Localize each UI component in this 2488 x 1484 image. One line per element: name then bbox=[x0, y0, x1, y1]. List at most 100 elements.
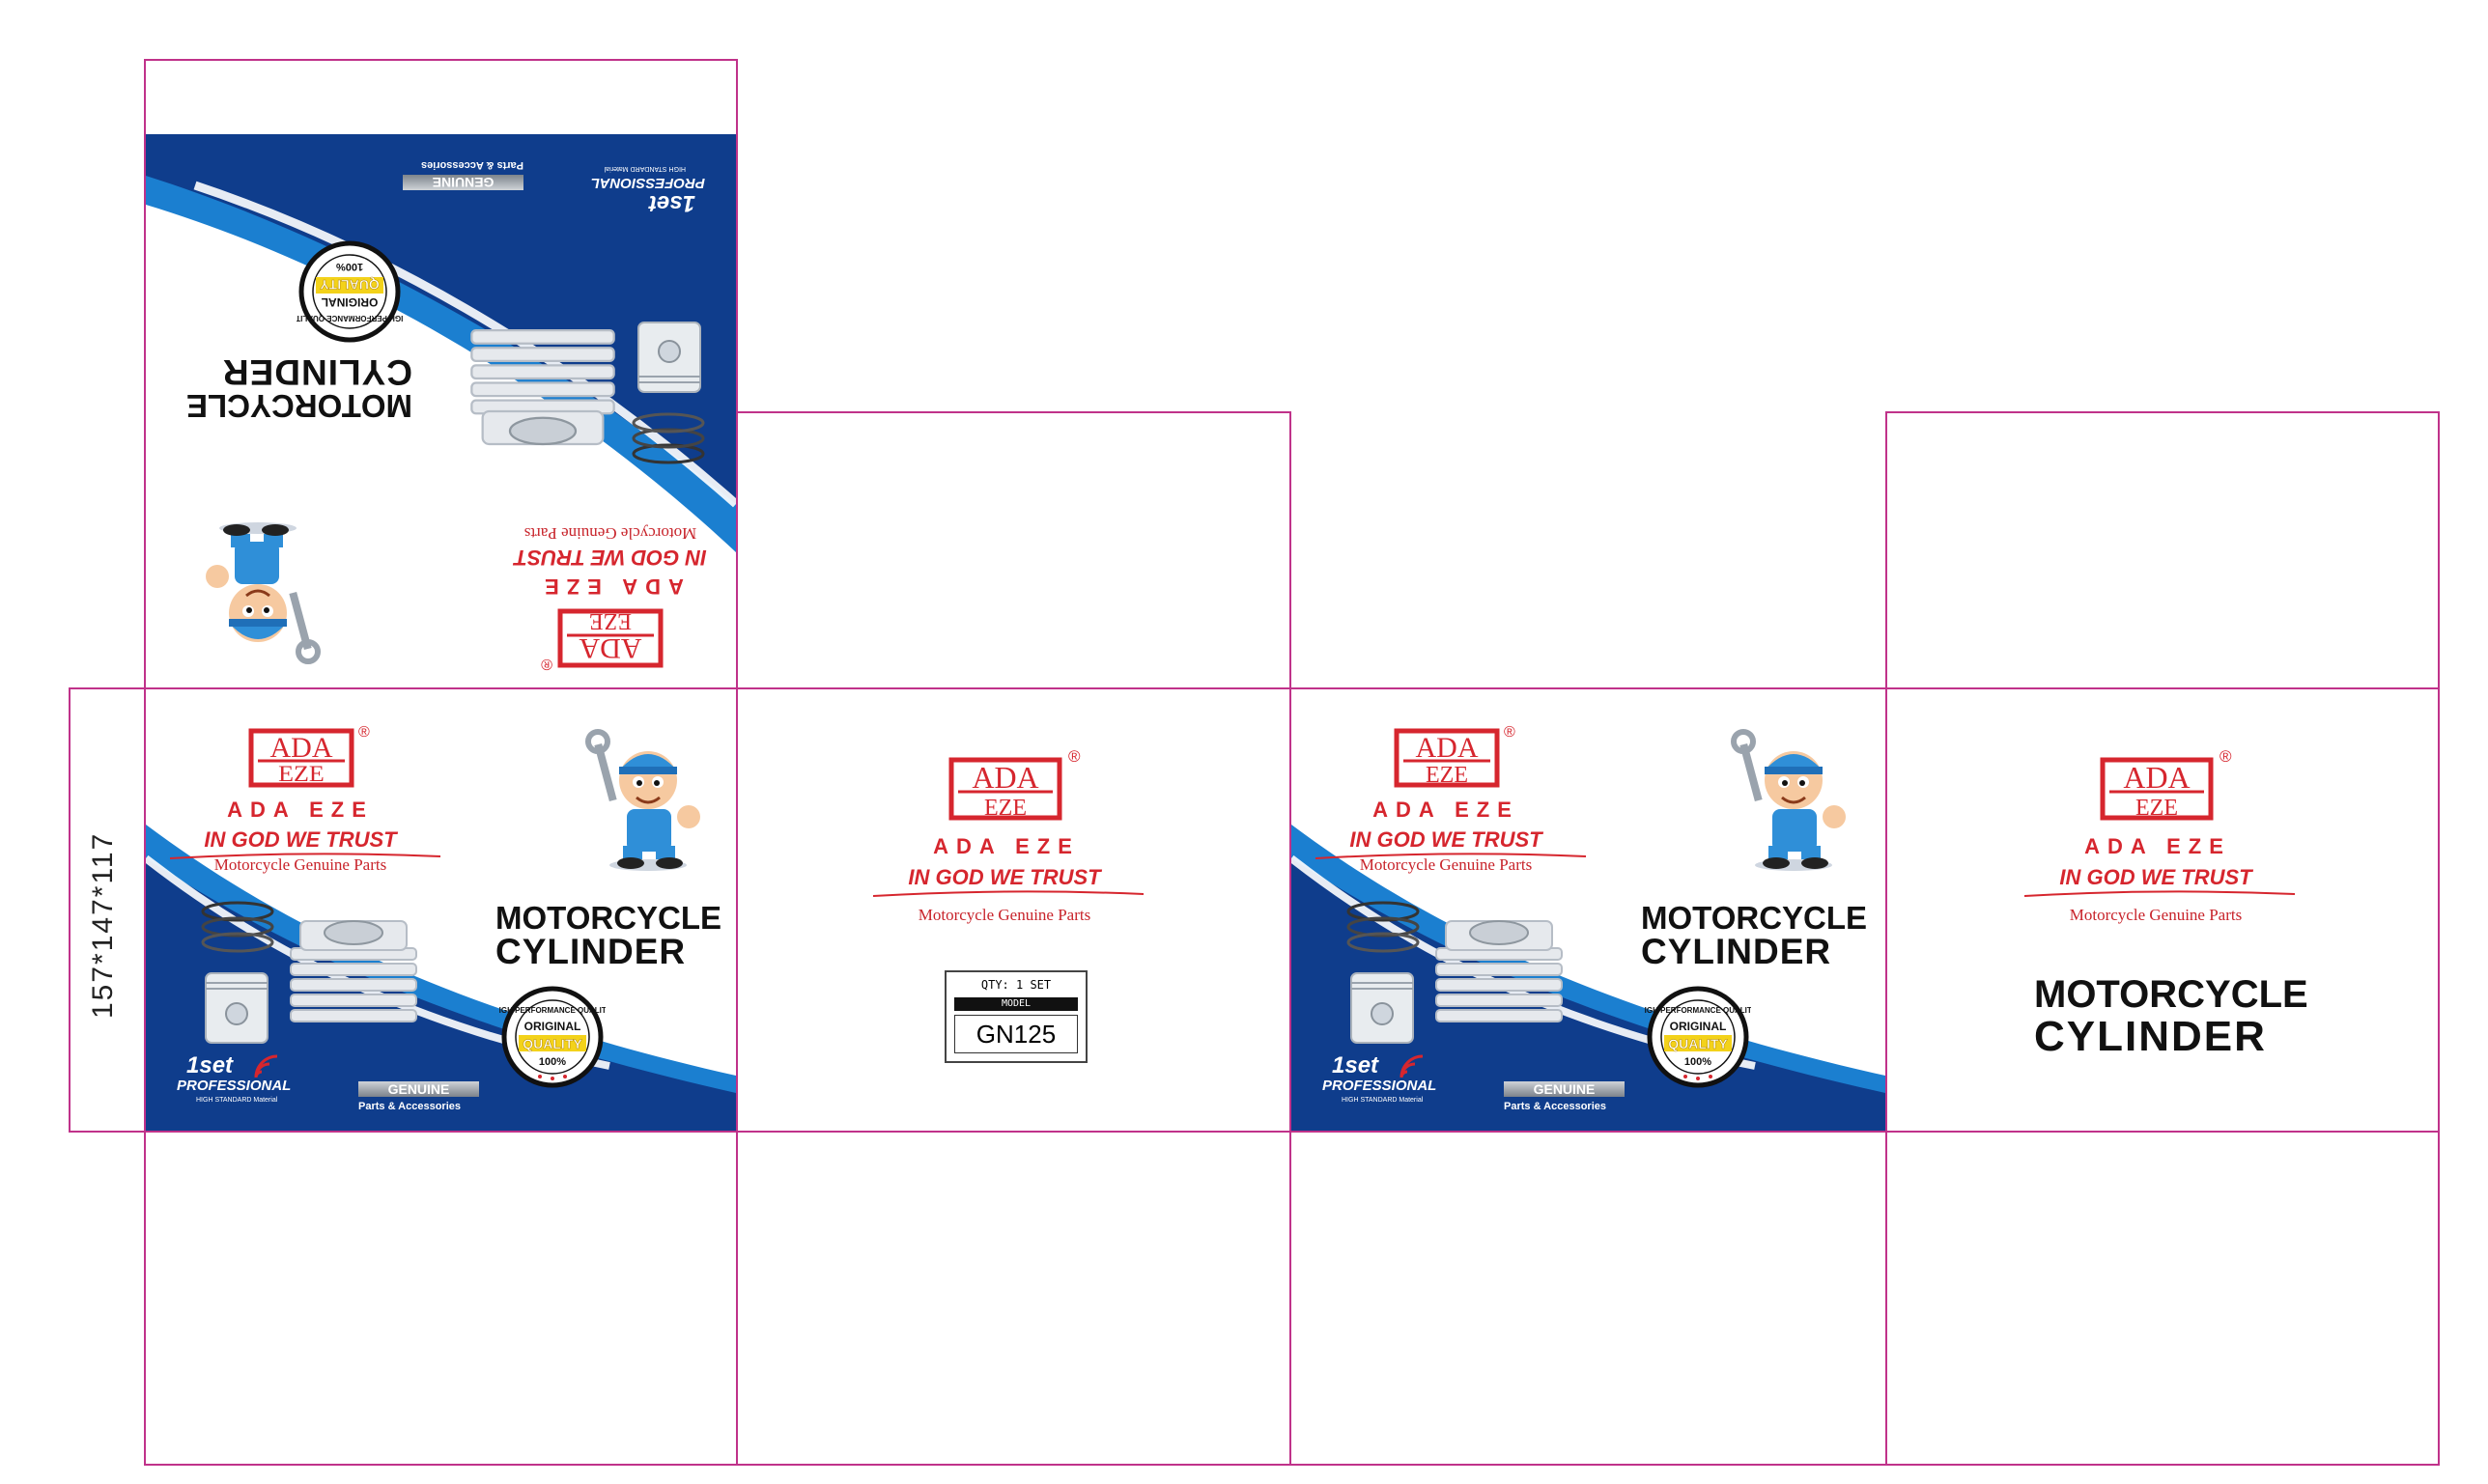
brand-logo-back: ADA EZE bbox=[1394, 728, 1500, 788]
svg-text:EZE: EZE bbox=[984, 796, 1027, 821]
slogan-underline-side bbox=[873, 890, 1144, 897]
product-title-line2: CYLINDER bbox=[495, 932, 687, 971]
quality-seal: HIGH PERFORMANCE QUALITY ORIGINAL QUALIT… bbox=[499, 986, 606, 1088]
parts-accessories-label-back: Parts & Accessories bbox=[1504, 1101, 1606, 1112]
side-panel: ADA EZE ® ADA EZE IN GOD WE TRUST Motorc… bbox=[738, 689, 1289, 1131]
brand-slogan-side2: IN GOD WE TRUST bbox=[2059, 865, 2252, 889]
cylinder-image bbox=[290, 920, 417, 1022]
bottom-flap-3 bbox=[1289, 1131, 1887, 1466]
brand-logo-top: ADA EZE bbox=[557, 608, 664, 668]
high-standard-label: HIGH STANDARD Material bbox=[196, 1097, 278, 1104]
svg-text:ADA: ADA bbox=[270, 732, 333, 764]
brand-subtitle-side: Motorcycle Genuine Parts bbox=[918, 906, 1091, 924]
svg-text:QUALITY: QUALITY bbox=[1668, 1036, 1728, 1051]
high-standard-label-back: HIGH STANDARD Material bbox=[1342, 1097, 1424, 1104]
model-value-box: GN125 bbox=[954, 1015, 1078, 1053]
brand-name-side2: ADA EZE bbox=[2084, 834, 2231, 858]
genuine-badge: GENUINE bbox=[358, 1081, 479, 1097]
brand-slogan-back: IN GOD WE TRUST bbox=[1349, 827, 1542, 852]
product-title-line1-back: MOTORCYCLE bbox=[1641, 900, 1868, 936]
svg-text:EZE: EZE bbox=[1426, 763, 1468, 788]
piston-image bbox=[205, 972, 269, 1044]
svg-text:EZE: EZE bbox=[278, 762, 325, 787]
slogan-underline bbox=[170, 853, 440, 859]
slogan-underline-back bbox=[1315, 853, 1586, 859]
back-panel: ADA EZE ® ADA EZE IN GOD WE TRUST Motorc… bbox=[1291, 689, 1885, 1131]
svg-text:ADA: ADA bbox=[1416, 732, 1479, 764]
parts-accessories-label-top: Parts & Accessories bbox=[421, 159, 523, 171]
mechanic-mascot-back bbox=[1731, 729, 1846, 871]
svg-text:ORIGINAL: ORIGINAL bbox=[322, 295, 379, 309]
set-count: 1set bbox=[186, 1052, 234, 1078]
signal-icon-back bbox=[1400, 1054, 1424, 1078]
side-panel-2: ADA EZE ® ADA EZE IN GOD WE TRUST Motorc… bbox=[1887, 689, 2438, 1131]
signal-icon bbox=[254, 1054, 278, 1078]
quality-seal-top: HIGH PERFORMANCE QUALITY ORIGINAL QUALIT… bbox=[297, 240, 403, 343]
svg-text:ADA: ADA bbox=[972, 760, 1038, 795]
svg-text:QUALITY: QUALITY bbox=[320, 277, 380, 293]
qty-label-box: QTY: 1 SET MODEL GN125 bbox=[945, 970, 1088, 1063]
svg-text:ADA: ADA bbox=[2123, 760, 2190, 795]
product-title-line1-top: MOTORCYCLE bbox=[185, 388, 412, 424]
svg-text:QUALITY: QUALITY bbox=[523, 1036, 582, 1051]
upper-flap-4 bbox=[1885, 411, 2440, 689]
blue-swoosh-top bbox=[146, 134, 736, 552]
svg-text:HIGH PERFORMANCE QUALITY: HIGH PERFORMANCE QUALITY bbox=[1645, 1006, 1751, 1015]
brand-name-top: ADA EZE bbox=[537, 574, 684, 599]
top-flap-rotated: ADA EZE ® ADA EZE IN GOD WE TRUST Motorc… bbox=[146, 134, 736, 687]
mechanic-mascot-top bbox=[206, 522, 321, 664]
upper-flap-2 bbox=[736, 411, 1291, 689]
cylinder-image-top bbox=[470, 329, 615, 446]
set-count-back: 1set bbox=[1332, 1052, 1379, 1078]
high-standard-label-top: HIGH STANDARD Material bbox=[604, 165, 686, 172]
brand-slogan-top: IN GOD WE TRUST bbox=[514, 546, 707, 570]
quality-seal-back: HIGH PERFORMANCE QUALITY ORIGINAL QUALIT… bbox=[1645, 986, 1751, 1088]
slogan-underline-side2 bbox=[2024, 890, 2295, 897]
brand-subtitle-top: Motorcycle Genuine Parts bbox=[523, 524, 697, 543]
piston-rings-image-back bbox=[1346, 901, 1420, 953]
brand-name-back: ADA EZE bbox=[1372, 798, 1519, 822]
brand-subtitle-back: Motorcycle Genuine Parts bbox=[1359, 855, 1533, 874]
registered-mark-back: ® bbox=[1504, 724, 1515, 741]
parts-accessories-label: Parts & Accessories bbox=[358, 1101, 461, 1112]
svg-text:100%: 100% bbox=[1684, 1056, 1711, 1068]
product-title-line2-side2: CYLINDER bbox=[2034, 1013, 2267, 1060]
genuine-badge-top: GENUINE bbox=[403, 175, 523, 190]
product-title-line1-side2: MOTORCYCLE bbox=[2034, 973, 2308, 1016]
top-flap: ADA EZE ® ADA EZE IN GOD WE TRUST Motorc… bbox=[146, 134, 736, 687]
svg-text:HIGH PERFORMANCE QUALITY: HIGH PERFORMANCE QUALITY bbox=[499, 1006, 606, 1015]
dimensions-label: 157*147*117 bbox=[87, 831, 119, 1019]
piston-image-back bbox=[1350, 972, 1414, 1044]
brand-slogan-side: IN GOD WE TRUST bbox=[908, 865, 1101, 889]
svg-text:EZE: EZE bbox=[2135, 796, 2178, 821]
brand-logo: ADA EZE bbox=[248, 728, 354, 788]
brand-slogan: IN GOD WE TRUST bbox=[204, 827, 397, 852]
product-title-line2-back: CYLINDER bbox=[1641, 932, 1832, 971]
set-count-top: 1set bbox=[648, 190, 695, 216]
brand-name: ADA EZE bbox=[227, 798, 374, 822]
front-panel: ADA EZE ® ADA EZE IN GOD WE TRUST Motorc… bbox=[146, 689, 736, 1131]
brand-logo-side: ADA EZE bbox=[948, 757, 1062, 821]
svg-text:100%: 100% bbox=[336, 261, 363, 272]
registered-mark: ® bbox=[358, 724, 370, 741]
svg-text:ADA: ADA bbox=[579, 632, 641, 664]
piston-rings-image-top bbox=[632, 412, 705, 464]
svg-text:ORIGINAL: ORIGINAL bbox=[524, 1020, 581, 1033]
bottom-flap-2 bbox=[736, 1131, 1291, 1466]
genuine-badge-back: GENUINE bbox=[1504, 1081, 1625, 1097]
mechanic-mascot bbox=[585, 729, 700, 871]
product-title-line1: MOTORCYCLE bbox=[495, 900, 722, 936]
svg-text:ORIGINAL: ORIGINAL bbox=[1670, 1020, 1727, 1033]
cylinder-image-back bbox=[1435, 920, 1563, 1022]
svg-text:EZE: EZE bbox=[589, 608, 632, 633]
professional-label-back: PROFESSIONAL bbox=[1322, 1078, 1437, 1094]
bottom-flap-4 bbox=[1885, 1131, 2440, 1466]
product-title-line2-top: CYLINDER bbox=[221, 352, 412, 392]
svg-text:100%: 100% bbox=[539, 1056, 566, 1068]
registered-mark-top: ® bbox=[541, 656, 552, 672]
brand-subtitle: Motorcycle Genuine Parts bbox=[213, 855, 387, 874]
qty-text: QTY: 1 SET bbox=[980, 978, 1052, 992]
bottom-flap-1 bbox=[144, 1131, 738, 1466]
brand-subtitle-side2: Motorcycle Genuine Parts bbox=[2069, 906, 2243, 924]
